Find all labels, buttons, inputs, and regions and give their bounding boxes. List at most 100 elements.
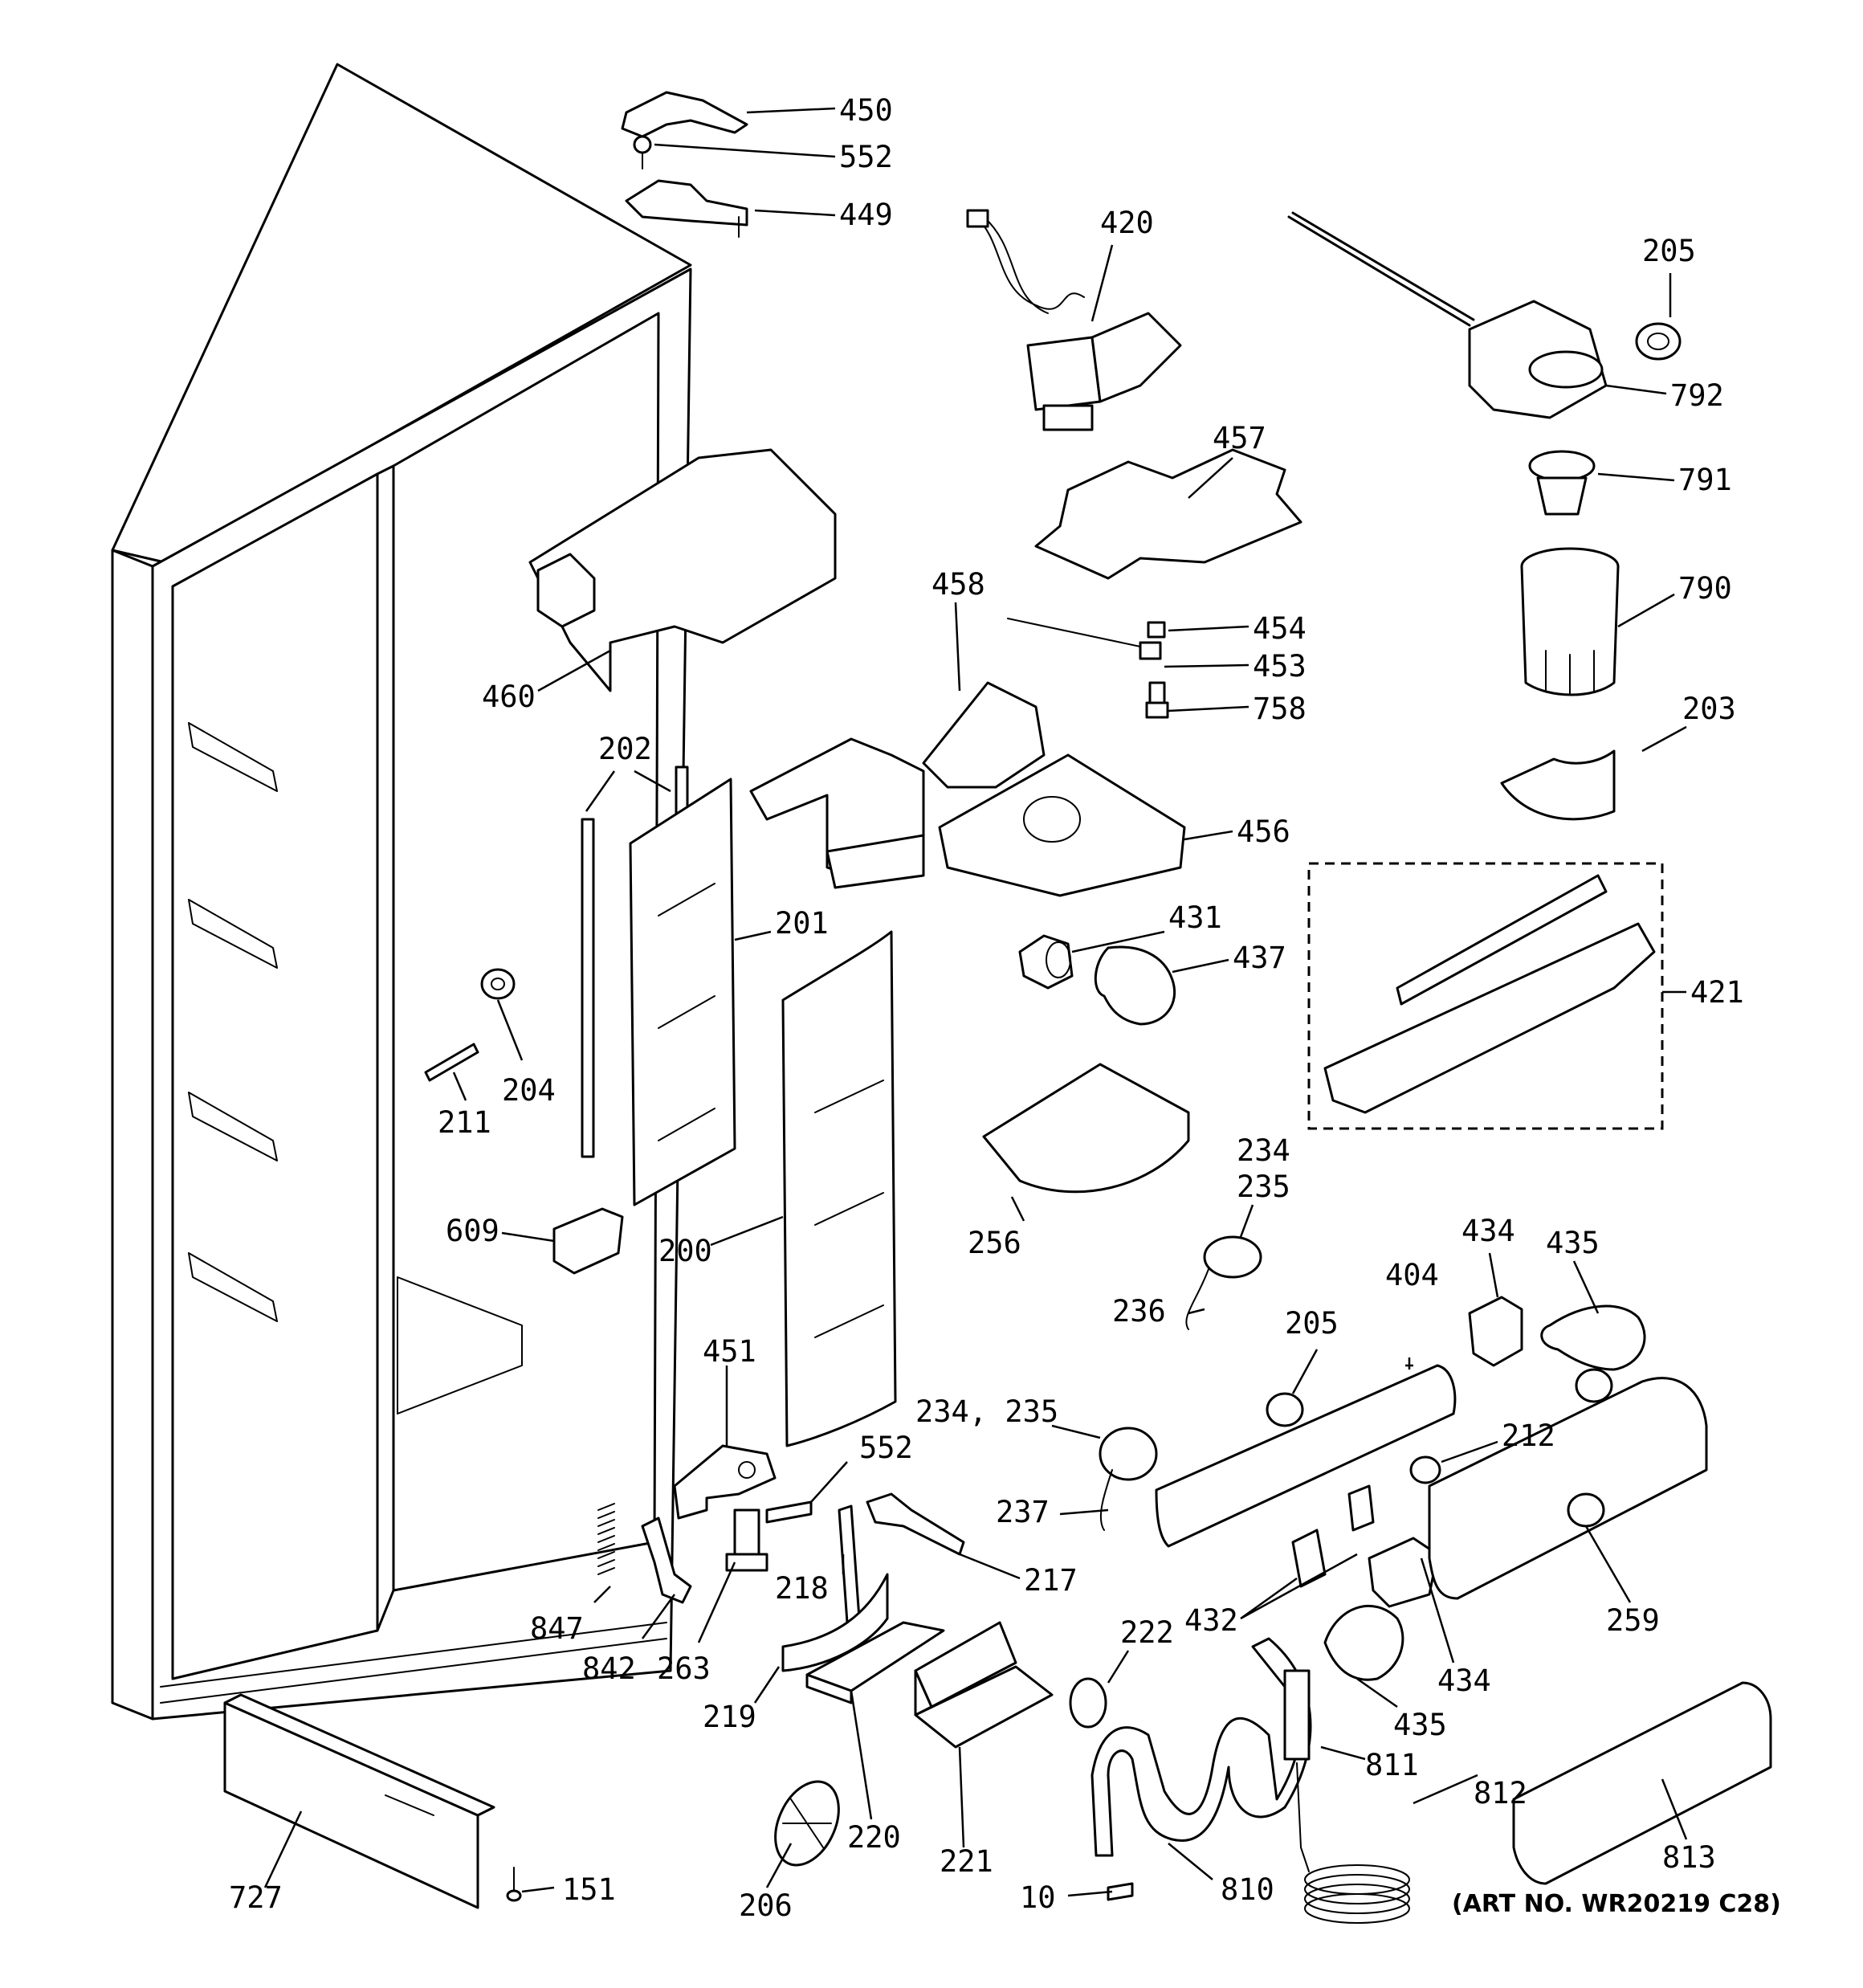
kickplate-727: [223, 1693, 495, 1909]
front-panel-200: [781, 930, 897, 1447]
spring-847: [597, 1503, 615, 1575]
callout-219: 219: [703, 1700, 756, 1734]
callout-432: 432: [1184, 1603, 1238, 1638]
callout-205: 205: [1642, 234, 1696, 268]
plug-212: [1409, 1368, 1613, 1484]
callout-200: 200: [658, 1234, 712, 1268]
callout-454: 454: [1253, 611, 1307, 646]
bulb-435-upper: [1540, 1304, 1646, 1371]
bulb-435-lower: [1323, 1604, 1404, 1681]
filter-head-housing: [1468, 300, 1608, 419]
callout-151: 151: [562, 1872, 616, 1907]
callout-206: 206: [739, 1888, 793, 1923]
callout-434-lower: 434: [1437, 1663, 1491, 1698]
screw-10: [1107, 1882, 1134, 1901]
callout-204: 204: [502, 1073, 556, 1108]
callout-450: 450: [839, 93, 893, 128]
callout-235: 235: [1237, 1170, 1290, 1204]
callout-457: 457: [1213, 421, 1266, 455]
filter-cover: [1500, 749, 1616, 821]
cap-206: [774, 1780, 840, 1867]
lens-235: [1185, 1235, 1262, 1330]
cover-plate: [1034, 448, 1302, 580]
callout-263: 263: [657, 1651, 711, 1686]
water-tube-810: [1090, 1637, 1312, 1857]
sensor-harness: [966, 209, 1182, 431]
plug-205-top: [1635, 322, 1682, 361]
callout-421: 421: [1690, 975, 1744, 1010]
callout-211: 211: [438, 1105, 491, 1140]
filter-bypass-cap: [1528, 450, 1596, 516]
air-duct-assembly: [528, 448, 837, 692]
hinge-bracket-451: [673, 1444, 777, 1520]
callout-813: 813: [1662, 1840, 1716, 1875]
lens-237: [1099, 1427, 1158, 1531]
actuator-217: [866, 1492, 965, 1556]
callout-790: 790: [1678, 571, 1732, 606]
valve-263: [725, 1508, 768, 1572]
bracket-432: [1291, 1484, 1375, 1588]
paddle-220: [805, 1621, 945, 1704]
cradle-221: [914, 1621, 1054, 1749]
callout-221: 221: [940, 1844, 993, 1879]
screw-151: [506, 1867, 522, 1902]
seal-strip-202: [581, 765, 689, 1158]
coil-812: [1296, 1762, 1410, 1924]
screw-211: [424, 1043, 479, 1082]
arm-842: [641, 1517, 692, 1604]
callout-460: 460: [482, 680, 536, 714]
switch-609: [552, 1207, 624, 1275]
callout-236: 236: [1112, 1294, 1166, 1329]
art-number: (ART NO. WR20219 C28): [1452, 1890, 1781, 1918]
nut-454: [1147, 621, 1166, 639]
callout-234-235: 234, 235: [915, 1394, 1058, 1429]
callout-222: 222: [1120, 1615, 1174, 1650]
screw-552-lower: [765, 1500, 813, 1524]
hinge-screw: [633, 135, 652, 169]
callout-437: 437: [1233, 941, 1286, 975]
callout-727: 727: [229, 1880, 283, 1915]
callout-456: 456: [1237, 814, 1290, 849]
callout-10: 10: [1020, 1880, 1056, 1915]
water-filter-cartridge: [1520, 547, 1620, 696]
callout-237: 237: [996, 1495, 1050, 1529]
light-shield-404: [1155, 1364, 1457, 1548]
callout-201: 201: [775, 906, 829, 941]
leader-lines: [263, 107, 1688, 1897]
upper-hinge: [625, 179, 748, 238]
callout-792: 792: [1670, 378, 1724, 413]
callout-205-lower: 205: [1285, 1306, 1339, 1341]
socket-434-upper: [1468, 1296, 1523, 1367]
callout-404: 404: [1385, 1258, 1439, 1292]
callout-217: 217: [1024, 1563, 1078, 1598]
shield-256: [982, 1063, 1190, 1194]
callout-212: 212: [1502, 1419, 1555, 1453]
cover-813: [1512, 1681, 1772, 1885]
socket-434-lower: [1368, 1537, 1439, 1608]
callout-451: 451: [703, 1334, 756, 1369]
callout-labels: 450 552 449 420 205 792 791 790 457 454 …: [229, 93, 1781, 1923]
callout-256: 256: [968, 1226, 1021, 1260]
callout-758: 758: [1253, 692, 1307, 726]
callout-842: 842: [582, 1651, 636, 1686]
dispenser-control-assembly: [1307, 862, 1664, 1130]
light-bulb-437: [1094, 945, 1176, 1026]
callout-453: 453: [1253, 649, 1307, 684]
callout-435-lower: 435: [1393, 1708, 1447, 1742]
guide-219: [781, 1573, 889, 1672]
callout-435-upper: 435: [1546, 1226, 1600, 1260]
callout-449: 449: [839, 198, 893, 232]
clip-453: [1007, 618, 1162, 660]
callout-458: 458: [932, 567, 985, 602]
hinge-cover: [621, 91, 748, 138]
dispenser-duct: [749, 681, 1046, 889]
callout-811: 811: [1365, 1748, 1419, 1782]
callout-552-lower: 552: [859, 1431, 913, 1465]
callout-434-upper: 434: [1461, 1214, 1515, 1248]
callout-810: 810: [1221, 1872, 1274, 1907]
callout-234: 234: [1237, 1133, 1290, 1168]
tube-811: [1283, 1669, 1311, 1761]
callout-791: 791: [1678, 463, 1732, 497]
callout-420: 420: [1100, 206, 1154, 240]
